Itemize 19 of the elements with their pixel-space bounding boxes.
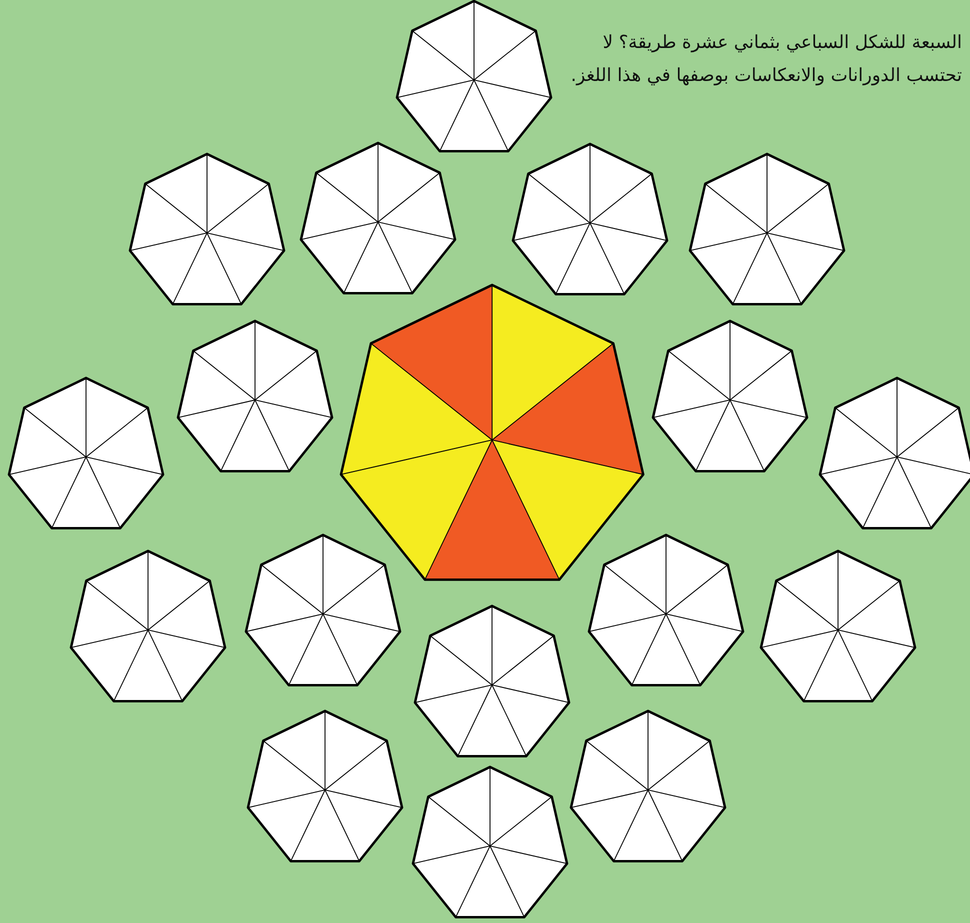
heptagon bbox=[760, 551, 915, 702]
heptagon bbox=[246, 535, 400, 686]
heptagon bbox=[178, 321, 332, 472]
heptagon bbox=[652, 321, 807, 472]
heptagon bbox=[412, 767, 567, 918]
heptagon bbox=[70, 551, 225, 702]
heptagon bbox=[588, 535, 743, 686]
heptagon bbox=[8, 378, 163, 528]
heptagon bbox=[396, 1, 551, 152]
heptagon bbox=[414, 606, 569, 756]
heptagon bbox=[690, 154, 844, 304]
heptagon bbox=[820, 378, 970, 528]
heptagon bbox=[130, 154, 284, 304]
heptagon bbox=[512, 144, 667, 294]
heptagon bbox=[248, 711, 402, 862]
heptagon bbox=[300, 143, 455, 294]
instruction-text: السبعة للشكل السباعي بثماني عشرة طريقة؟ لا تحتسب الدورانات والانعكاسات بوصفها في هذا اللغز. bbox=[570, 31, 962, 88]
colored-heptagon bbox=[340, 285, 644, 580]
heptagon bbox=[570, 711, 725, 862]
